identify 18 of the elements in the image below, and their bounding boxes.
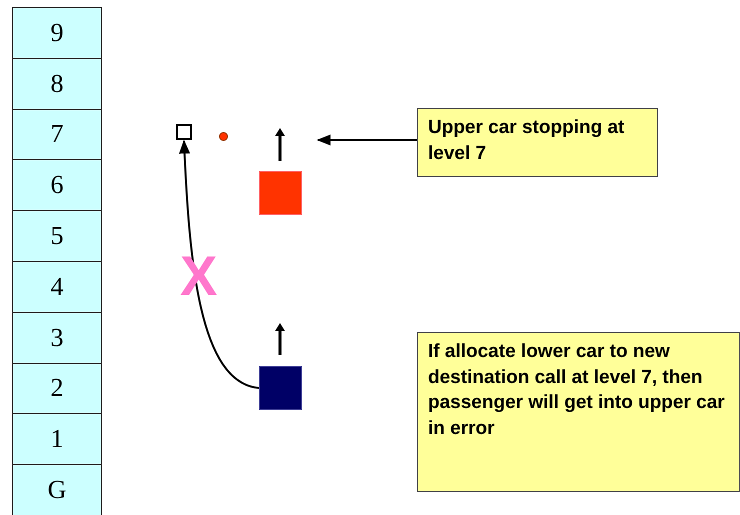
upper-car [259, 171, 302, 215]
floor-cell: 7 [12, 108, 102, 160]
dot-marker [219, 132, 228, 141]
floor-cell: 3 [12, 312, 102, 364]
callout-box: Upper car stopping at level 7 [417, 108, 658, 177]
callout-box: If allocate lower car to new destination call at level 7, then passenger will get into upper car in error [417, 332, 740, 492]
floor-cell: 1 [12, 413, 102, 466]
lower-car [259, 366, 302, 410]
floor-cell: 2 [12, 362, 102, 414]
floor-cell: 6 [12, 159, 102, 212]
floor-cell: 5 [12, 210, 102, 262]
floor-cell: 9 [12, 7, 102, 59]
arrow [316, 134, 417, 146]
floor-cell: 8 [12, 58, 102, 110]
floor-cell: 4 [12, 261, 102, 313]
floor-cell: G [12, 464, 102, 515]
square-outline [176, 124, 192, 140]
arrow [179, 140, 260, 389]
